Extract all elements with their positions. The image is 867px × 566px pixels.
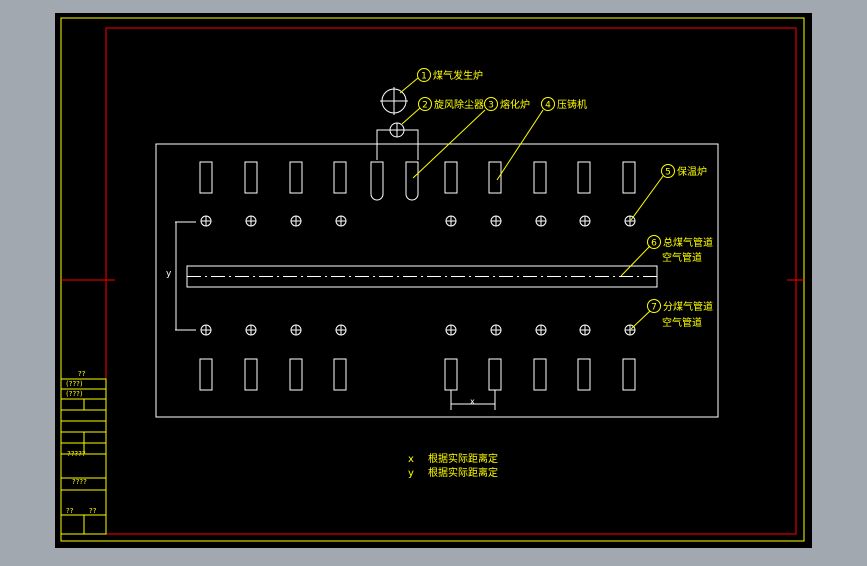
cyclone-dust-collector[interactable] [376,122,419,160]
callout-number: 6 [651,239,657,249]
title-block-b1: ?? [66,507,74,515]
callout-1: 1 煤气发生炉 [417,68,483,82]
holding-furnace[interactable] [199,358,213,391]
holding-furnace[interactable] [444,161,458,194]
callout-label: 分煤气管道 [663,300,713,313]
callout-label: 总煤气管道 [663,236,713,249]
melting-furnace[interactable] [370,161,384,201]
note-x-symbol: x [408,454,414,465]
burner-valve-icon[interactable] [445,324,457,336]
callout-bubble [418,97,432,111]
melting-furnace[interactable] [405,161,419,201]
callout-bubble [417,68,431,82]
workshop-outline[interactable] [155,143,719,418]
title-block-r6: ????? [67,450,86,458]
burner-valve-icon[interactable] [290,215,302,227]
title-block-r1: ?? [78,370,86,378]
callout-bubble [484,97,498,111]
callout-number: 7 [651,303,657,313]
burner-valve-icon[interactable] [490,215,502,227]
holding-furnace[interactable] [577,358,591,391]
x-dimension-label: x [470,397,475,406]
note-y-text: 根据实际距离定 [428,466,498,479]
callout-label: 熔化炉 [500,98,530,111]
notes: x 根据实际距离定 y 根据实际距离定 [408,452,498,479]
callout-4: 4 压铸机 [541,97,587,111]
callout-label: 煤气发生炉 [433,69,483,82]
callout-label: 保温炉 [677,165,707,178]
callout-label: 旋风除尘器 [434,98,484,111]
callout-bubble [647,299,661,313]
x-dimension [450,390,496,410]
gas-generator[interactable] [380,87,408,115]
callouts: 1 煤气发生炉 2 旋风除尘器 3 熔化炉 4 压铸机 5 保温炉 6 总煤气管道 7 分煤气管道 [417,68,713,313]
callout-number: 2 [422,101,428,111]
y-dimension [175,221,196,331]
holding-furnace[interactable] [533,358,547,391]
title-block-r7: ???? [72,478,87,486]
title-block-b2: ?? [89,507,97,515]
burner-valve-icon[interactable] [335,215,347,227]
model-space-canvas[interactable] [55,13,812,548]
burner-valve-icon[interactable] [579,324,591,336]
air-pipe-label-2: 空气管道 [662,316,702,329]
callout-bubble [661,164,675,178]
burner-valve-icon[interactable] [445,215,457,227]
title-block [60,378,107,535]
title-block-text: ?? (???) (???) ????? ???? ?? ?? [66,370,97,515]
burner-valve-icon[interactable] [290,324,302,336]
burner-valve-icon[interactable] [624,215,636,227]
holding-furnace[interactable] [333,358,347,391]
burner-valve-icon[interactable] [579,215,591,227]
die-casting-machine[interactable] [488,161,502,194]
gas-valves-bottom [200,324,636,336]
callout-number: 5 [665,168,671,178]
title-block-r2: (???) [66,380,83,388]
holding-furnace[interactable] [289,161,303,194]
callout-2: 2 旋风除尘器 [418,97,484,111]
holding-furnace[interactable] [622,161,636,194]
air-pipe-label-1: 空气管道 [662,251,702,264]
top-row-furnaces [199,161,636,201]
burner-valve-icon[interactable] [535,324,547,336]
note-y-symbol: y [408,468,414,479]
holding-furnace[interactable] [199,161,213,194]
holding-furnace[interactable] [244,161,258,194]
callout-3: 3 熔化炉 [484,97,530,111]
callout-number: 4 [545,101,551,111]
callout-7: 7 分煤气管道 [647,299,713,313]
holding-furnace[interactable] [577,161,591,194]
holding-furnace[interactable] [533,161,547,194]
callout-6: 6 总煤气管道 [647,235,713,249]
burner-valve-icon[interactable] [490,324,502,336]
burner-valve-icon[interactable] [624,324,636,336]
leader-lines [399,77,664,330]
callout-number: 3 [488,101,494,111]
burner-valve-icon[interactable] [245,215,257,227]
note-x-text: 根据实际距离定 [428,452,498,465]
drawing-border [105,27,797,535]
burner-valve-icon[interactable] [200,215,212,227]
burner-valve-icon[interactable] [335,324,347,336]
holding-furnace[interactable] [244,358,258,391]
callout-number: 1 [421,72,427,82]
title-block-r3: (???) [66,390,83,398]
callout-bubble [647,235,661,249]
callout-bubble [541,97,555,111]
burner-valve-icon[interactable] [200,324,212,336]
callout-5: 5 保温炉 [661,164,707,178]
y-dimension-label: y [166,269,172,279]
burner-valve-icon[interactable] [535,215,547,227]
burner-valve-icon[interactable] [245,324,257,336]
callout-label: 压铸机 [557,98,587,111]
gas-valves-top [200,215,636,227]
holding-furnace[interactable] [333,161,347,194]
holding-furnace[interactable] [289,358,303,391]
holding-furnace[interactable] [622,358,636,391]
